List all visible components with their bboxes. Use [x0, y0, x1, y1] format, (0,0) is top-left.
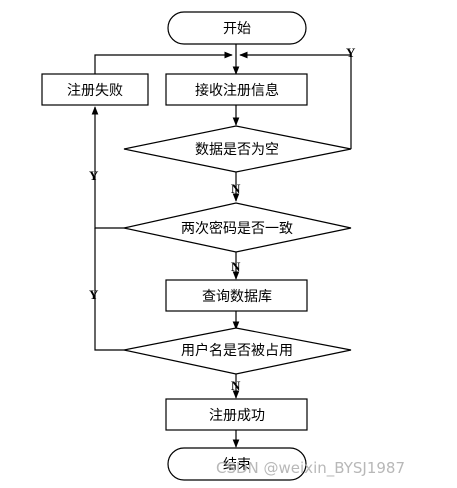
check-pw-decision	[123, 202, 352, 253]
check-user-label: 用户名是否被占用	[181, 342, 293, 359]
user-no-label: N	[231, 378, 241, 393]
user-yes-label: Y	[89, 287, 99, 302]
query-db-label: 查询数据库	[202, 289, 272, 305]
node-receive: 接收注册信息	[165, 73, 308, 106]
receive-label: 接收注册信息	[195, 82, 279, 99]
node-end: 结束	[167, 447, 307, 481]
pw-no-label: N	[231, 259, 241, 274]
edges	[91, 44, 352, 448]
fail-process	[41, 73, 149, 106]
edge-check-empty-yes-loop	[239, 51, 352, 149]
check-pw-label: 两次密码是否一致	[181, 220, 293, 237]
node-start: 开始	[167, 11, 307, 45]
node-fail: 注册失败	[41, 73, 149, 106]
node-query-db: 查询数据库	[165, 279, 308, 312]
end-terminator	[167, 447, 307, 481]
node-success: 注册成功	[165, 398, 308, 431]
receive-process	[165, 73, 308, 106]
check-empty-decision	[123, 125, 352, 173]
query-db-process	[165, 279, 308, 312]
watermark: CSDN @weixin_BYSJ1987	[216, 459, 405, 478]
node-check-pw: 两次密码是否一致	[123, 202, 352, 253]
fail-label: 注册失败	[67, 83, 123, 99]
edge-fail-receive	[94, 51, 233, 74]
edge-check-pw-yes-fail	[91, 106, 124, 229]
empty-yes-label: Y	[346, 45, 356, 60]
pw-yes-label: Y	[89, 168, 99, 183]
success-process	[165, 398, 308, 431]
success-label: 注册成功	[209, 408, 265, 424]
edge-check-user-yes-fail	[94, 228, 124, 351]
empty-no-label: N	[231, 181, 241, 196]
check-empty-label: 数据是否为空	[195, 142, 279, 158]
end-label: 结束	[223, 457, 251, 473]
node-check-empty: 数据是否为空	[123, 125, 352, 173]
check-user-decision	[123, 327, 352, 375]
start-label: 开始	[223, 21, 251, 37]
node-check-user: 用户名是否被占用	[123, 327, 352, 375]
start-terminator	[167, 11, 307, 45]
